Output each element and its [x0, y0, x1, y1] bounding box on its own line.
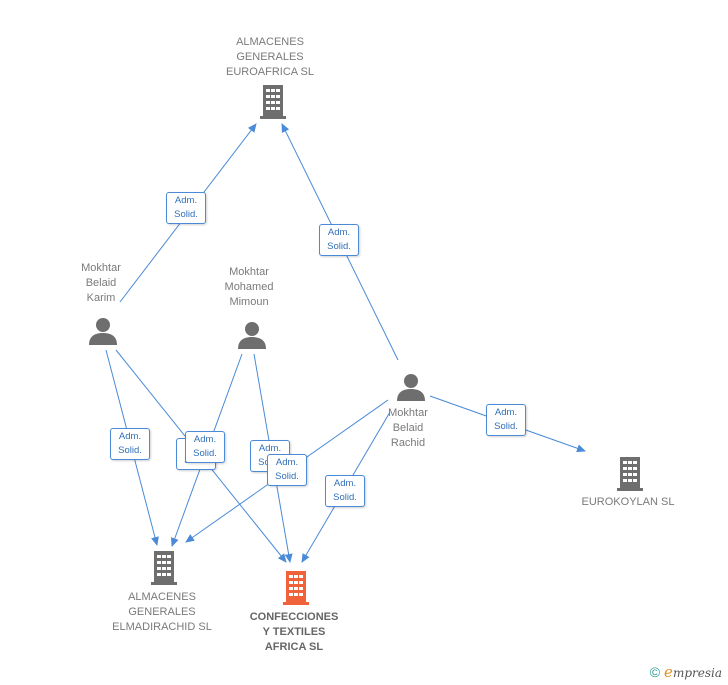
building-icon[interactable]: [148, 550, 180, 586]
brand-initial: e: [664, 663, 673, 681]
edge-label-line2: Solid.: [275, 471, 299, 482]
node-label-almacenes-euroafrica: ALMACENES GENERALES EUROAFRICA SL: [225, 36, 315, 78]
node-label-eurokoylan: EUROKOYLAN SL: [581, 496, 675, 508]
edge-label-line1: Adm.: [118, 431, 142, 442]
node-label-rachid: Mokhtar Belaid Rachid: [388, 407, 428, 449]
edge-label-line2: Solid.: [327, 241, 351, 252]
edge-label-line2: Solid.: [333, 492, 357, 503]
footer-brand: ©empresia: [650, 663, 722, 681]
node-label-confecciones: CONFECCIONES Y TEXTILES AFRICA SL: [249, 611, 339, 653]
edge-label-line2: Solid.: [494, 421, 518, 432]
building-icon[interactable]: [280, 570, 312, 606]
building-icon[interactable]: [257, 84, 289, 120]
node-label-almacenes-elmadirachid: ALMACENES GENERALES ELMADIRACHID SL: [112, 591, 212, 633]
edge-label-karim-elmadirachid[interactable]: Adm. Solid.: [110, 428, 150, 460]
copyright-icon: ©: [649, 664, 661, 680]
edge-label-rachid-eurokoylan[interactable]: Adm. Solid.: [486, 404, 526, 436]
edge-label-line2: Solid.: [193, 448, 217, 459]
edge-label-line1: Adm.: [275, 457, 299, 468]
edge-label-line2: Solid.: [118, 445, 142, 456]
brand-name: mpresia: [672, 666, 722, 680]
edge-label-line1: Adm.: [494, 407, 518, 418]
node-label-karim: Mokhtar Belaid Karim: [81, 262, 121, 304]
edge-label-line1: Adm.: [327, 227, 351, 238]
edge-label-line1: Adm.: [333, 478, 357, 489]
edge-label-line2: Solid.: [174, 209, 198, 220]
building-icon[interactable]: [614, 456, 646, 492]
person-icon[interactable]: [88, 316, 118, 346]
edge-label-rachid-confecciones[interactable]: Adm. Solid.: [325, 475, 365, 507]
edge-label-rachid-euroafrica[interactable]: Adm. Solid.: [319, 224, 359, 256]
person-icon[interactable]: [237, 320, 267, 350]
edge-label-karim-euroafrica[interactable]: Adm. Solid.: [166, 192, 206, 224]
person-icon[interactable]: [396, 372, 426, 402]
edge-label-line1: Adm.: [258, 443, 282, 454]
edge-label-line1: Adm.: [193, 434, 217, 445]
edge-label-rachid-elmadirachid[interactable]: Adm. Solid.: [267, 454, 307, 486]
node-label-mimoun: Mokhtar Mohamed Mimoun: [224, 266, 274, 308]
edge-label-line1: Adm.: [174, 195, 198, 206]
brand-logo: empresia: [664, 663, 722, 681]
edge-label-mimoun-elmadirachid[interactable]: Adm. Solid.: [185, 431, 225, 463]
